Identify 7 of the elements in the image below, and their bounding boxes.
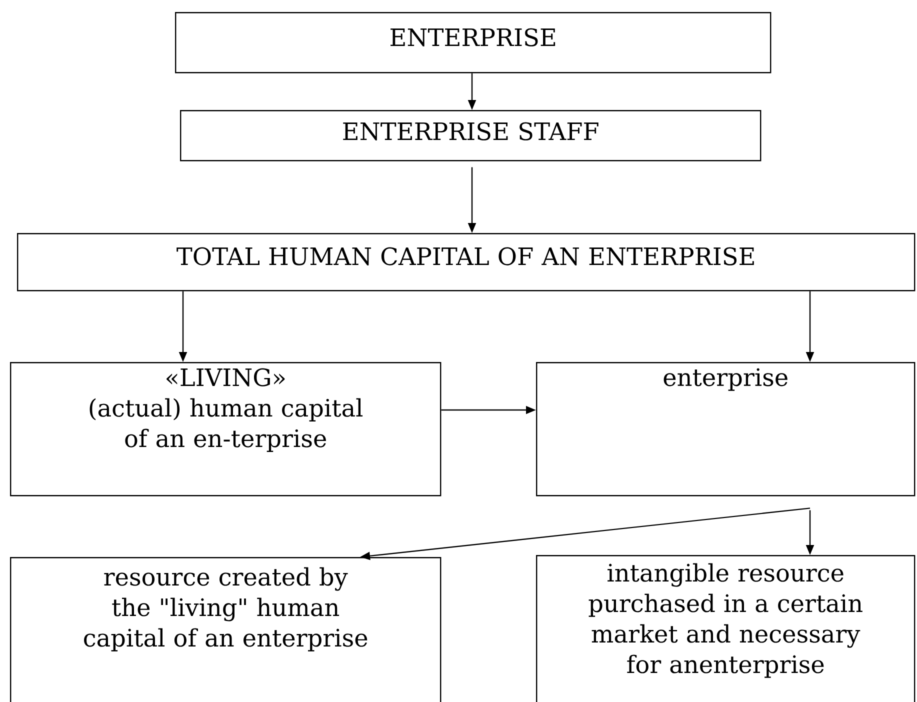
- box: enterprise: [536, 362, 916, 496]
- box: ENTERPRISE: [175, 12, 772, 74]
- box: resource created by the "living" human capital of an enterprise: [10, 557, 442, 702]
- box: intangible resource purchased in a certain market and necessary for anenterprise: [536, 555, 916, 702]
- box: ENTERPRISE STAFF: [180, 110, 762, 162]
- box: «LIVING» (actual) human capital of an en-terprise: [10, 362, 442, 496]
- box: TOTAL HUMAN CAPITAL OF AN ENTERPRISE: [17, 233, 916, 292]
